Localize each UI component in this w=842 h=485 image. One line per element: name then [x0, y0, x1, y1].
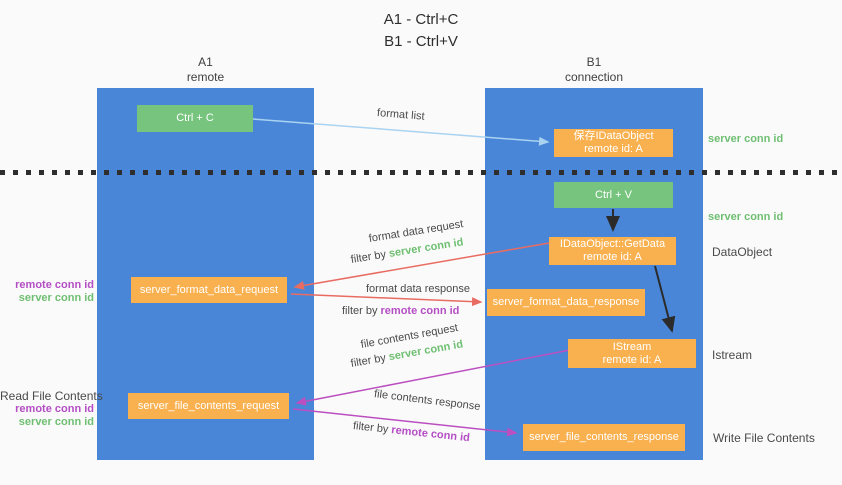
column-a1-name: A1 [198, 55, 213, 69]
ctrl-c-box: Ctrl + C [137, 105, 253, 132]
column-b1-name: B1 [586, 55, 602, 69]
server-file-contents-request-label: server_file_contents_request [137, 399, 280, 412]
server-conn-id-right-label-1: server conn id [708, 133, 784, 145]
server-format-data-request-label: server_format_data_request [139, 283, 279, 296]
title-line-2: B1 - Ctrl+V [384, 33, 458, 50]
format-data-response-label: format data response [366, 283, 470, 295]
server-file-contents-response-label: server_file_contents_response [529, 431, 679, 443]
write-file-contents-label: Write File Contents [713, 431, 815, 445]
file-contents-response-arrow [292, 408, 518, 437]
ctrl-v-label: Ctrl + V [595, 188, 632, 201]
column-a1-role: remote [186, 70, 225, 84]
remote-conn-id-label: remote conn id [15, 279, 94, 291]
save-idataobject-box: 保存IDataObject remote id: A [554, 129, 673, 157]
getdata-to-istream-arrow [654, 265, 676, 333]
getdata-line1: IDataObject::GetData [559, 238, 666, 250]
column-b1-role: connection [564, 70, 624, 84]
phase-separator-dotted-line [0, 170, 842, 175]
server-conn-id-right-label-2: server conn id [708, 211, 784, 223]
filter-by-text: filter by [352, 420, 389, 436]
istream-box: IStream remote id: A [568, 339, 696, 368]
column-header-a1: A1 remote [97, 55, 314, 85]
server-format-data-request-box: server_format_data_request [131, 277, 287, 303]
column-header-b1: B1 connection [485, 55, 703, 85]
server-format-data-response-label: server_format_data_response [492, 296, 640, 308]
remote-conn-id-text: remote conn id [380, 305, 460, 317]
filter-by-remote-conn-id-label-1: filter by remote conn id [342, 305, 459, 318]
read-file-contents-label: Read File Contents [0, 389, 103, 403]
file-contents-request-arrow [295, 349, 571, 406]
ctrl-v-box: Ctrl + V [554, 182, 673, 208]
save-idataobject-line1: 保存IDataObject [573, 130, 654, 142]
istream-side-label: Istream [712, 348, 753, 362]
save-idataobject-line2: remote id: A [584, 143, 643, 155]
left-conn-id-block-1: remote conn id server conn id [0, 279, 94, 305]
idataobject-getdata-box: IDataObject::GetData remote id: A [549, 237, 676, 265]
dataobject-label: DataObject [712, 245, 773, 259]
server-conn-id-label: server conn id [18, 416, 94, 428]
diagram-title: A1 - Ctrl+C B1 - Ctrl+V [0, 9, 842, 53]
istream-line1: IStream [612, 340, 652, 353]
istream-line2: remote id: A [602, 353, 662, 366]
server-format-data-response-box: server_format_data_response [487, 289, 645, 316]
filter-by-text: filter by [342, 305, 378, 317]
format-data-response-arrow [290, 293, 483, 307]
remote-conn-id-label: remote conn id [15, 403, 94, 415]
left-conn-id-block-2: Read File Contents remote conn id server… [0, 389, 103, 429]
server-conn-id-label: server conn id [18, 292, 94, 304]
getdata-line2: remote id: A [583, 251, 642, 263]
format-data-request-arrow [293, 242, 550, 290]
ctrl-c-label: Ctrl + C [176, 112, 214, 124]
format-list-arrow [252, 118, 550, 146]
server-file-contents-response-box: server_file_contents_response [523, 424, 685, 451]
title-line-1: A1 - Ctrl+C [383, 11, 459, 28]
server-file-contents-request-box: server_file_contents_request [128, 393, 289, 419]
